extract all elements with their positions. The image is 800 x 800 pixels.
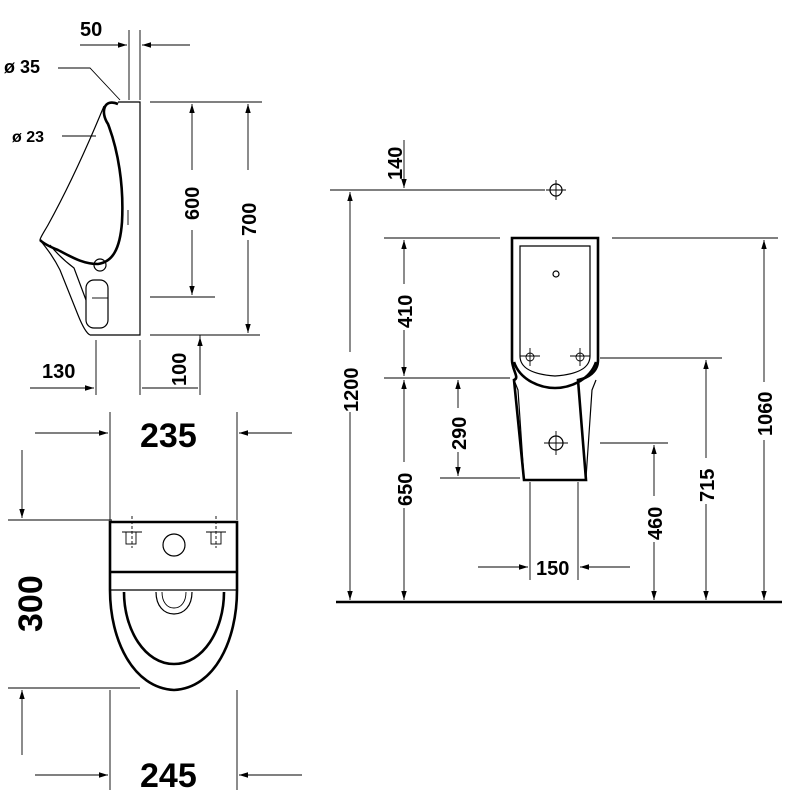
front-view-flush-dot [552,270,560,278]
front-view-outlet [544,431,568,455]
top-view-mount-right [206,516,226,548]
dim-245-label: 245 [140,757,197,795]
side-view-bowl-lower [39,239,91,336]
dim-235-label: 235 [140,417,197,455]
front-view-top-panel [519,245,591,377]
dim-130-label: 130 [42,361,75,383]
dim-1060-label: 1060 [755,392,777,437]
top-view-inlet [162,533,186,557]
top-view-body-outline [108,520,239,692]
side-view-bowl-inner [39,105,105,241]
side-view-bowl-lower2 [49,244,87,301]
dim-50-label: 50 [80,19,102,41]
dim-410-label: 410 [395,295,417,328]
side-view-outlet [93,258,107,272]
front-view-bowl-rim [512,361,598,390]
dim-300-label: 300 [12,575,50,632]
front-view-mount-left [520,348,540,366]
dim-290-label: 290 [449,417,471,450]
front-view: 140 1200 410 290 650 [330,140,782,604]
side-view-bowl-outline [39,101,124,266]
dim-650-label: 650 [395,473,417,506]
front-view-body-outline [510,236,600,482]
dim-700-label: 700 [239,203,261,236]
dim-100-label: 100 [169,353,191,386]
dim-140-label: 140 [385,147,407,180]
dia-23-label: ø 23 [12,129,44,146]
top-view-bowl-inner [122,591,226,666]
front-view-mount-right [570,348,590,366]
dim-1200-label: 1200 [341,368,363,413]
dim-715-label: 715 [697,469,719,502]
dia-35-label: ø 35 [4,57,40,77]
dim-460-label: 460 [645,507,667,540]
top-view-mount-left [122,516,142,548]
side-view: 50 ø 35 ø 23 600 700 130 100 [4,19,262,395]
dim-150-label: 150 [536,558,569,580]
top-view-outlet [155,591,193,615]
dim-600-label: 600 [182,187,204,220]
side-view-trap [85,279,109,329]
top-view: 235 300 245 [8,412,302,795]
side-view-back-outline [90,101,141,336]
